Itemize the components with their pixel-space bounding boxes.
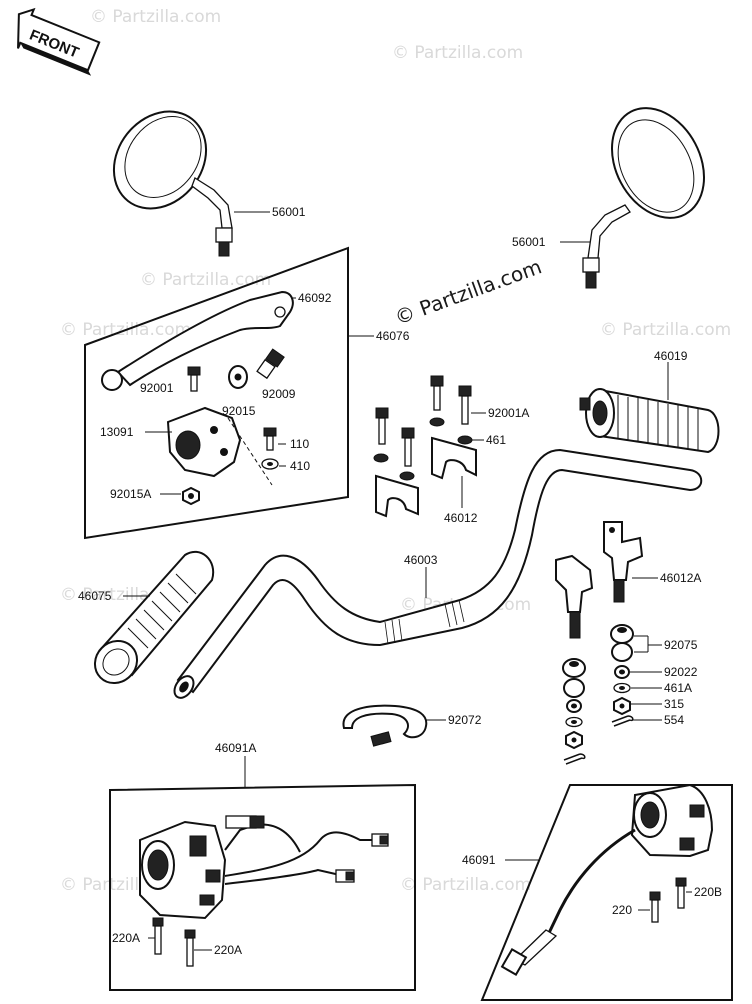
label-46092: 46092	[298, 291, 332, 305]
screws-220a	[152, 917, 196, 967]
washers-461	[373, 417, 473, 481]
label-410: 410	[290, 459, 310, 473]
label-554: 554	[664, 713, 684, 727]
label-92075: 92075	[664, 638, 698, 652]
label-56001-right: 56001	[512, 235, 546, 249]
label-220a-1: 220A	[112, 931, 140, 945]
watermark-center: © Partzilla.com	[392, 254, 545, 329]
label-92009: 92009	[262, 387, 296, 401]
left-switch-box	[109, 783, 416, 991]
cotter-pins-554	[563, 715, 634, 765]
label-92015a: 92015A	[110, 487, 151, 501]
grip-left-46075	[93, 550, 215, 685]
washer-410	[261, 458, 279, 470]
mirror-right	[582, 107, 706, 289]
label-46019: 46019	[654, 349, 688, 363]
adjuster-92009	[256, 348, 285, 380]
label-46091a: 46091A	[215, 741, 256, 755]
label-220a-2: 220A	[214, 943, 242, 957]
label-92001: 92001	[140, 381, 174, 395]
watermark: © Partzilla.com	[90, 7, 221, 27]
label-13091: 13091	[100, 425, 134, 439]
label-46003: 46003	[404, 553, 438, 567]
switch-left-46091a	[139, 815, 389, 920]
lever-assembly-box	[84, 246, 349, 540]
label-56001-left: 56001	[272, 205, 306, 219]
dampers-92075	[562, 624, 634, 698]
label-46091: 46091	[462, 853, 496, 867]
watermark: © Partzilla.com	[392, 43, 523, 63]
label-46075: 46075	[78, 589, 112, 603]
handlebar-46003	[173, 448, 703, 699]
washers-461a	[565, 682, 631, 728]
nut-92015	[228, 365, 248, 389]
label-461a: 461A	[664, 681, 692, 695]
label-92015: 92015	[222, 404, 256, 418]
clutch-lever	[101, 290, 294, 391]
label-92072: 92072	[448, 713, 482, 727]
label-461: 461	[486, 433, 506, 447]
label-220b: 220B	[694, 885, 722, 899]
label-92022: 92022	[664, 665, 698, 679]
watermark: © Partzilla.com	[600, 320, 731, 340]
watermark: © Partzilla.com	[140, 270, 271, 290]
lower-holder-46012a	[555, 521, 644, 639]
collars-92022	[566, 665, 630, 713]
lever-holder-13091	[166, 406, 242, 478]
upper-clamp-bolts	[375, 375, 472, 467]
switch-right-46091	[500, 783, 714, 977]
bolt-92001	[187, 366, 201, 392]
label-92001a: 92001A	[488, 406, 529, 420]
label-46076: 46076	[376, 329, 410, 343]
band-92072	[342, 704, 428, 747]
label-46012: 46012	[444, 511, 478, 525]
screws-220-220b	[649, 877, 687, 923]
nuts-315	[565, 696, 631, 750]
bolt-110	[263, 427, 277, 451]
label-315: 315	[664, 697, 684, 711]
nut-92015a	[182, 486, 200, 506]
label-110: 110	[290, 437, 309, 451]
grip-right-46019	[579, 388, 720, 454]
label-220: 220	[612, 903, 632, 917]
mirror-left	[112, 110, 233, 257]
right-switch-box	[480, 784, 733, 1001]
handlebar-clamp-46012	[375, 436, 477, 518]
label-46012a: 46012A	[660, 571, 701, 585]
watermark: © Partzilla.com	[400, 875, 531, 895]
